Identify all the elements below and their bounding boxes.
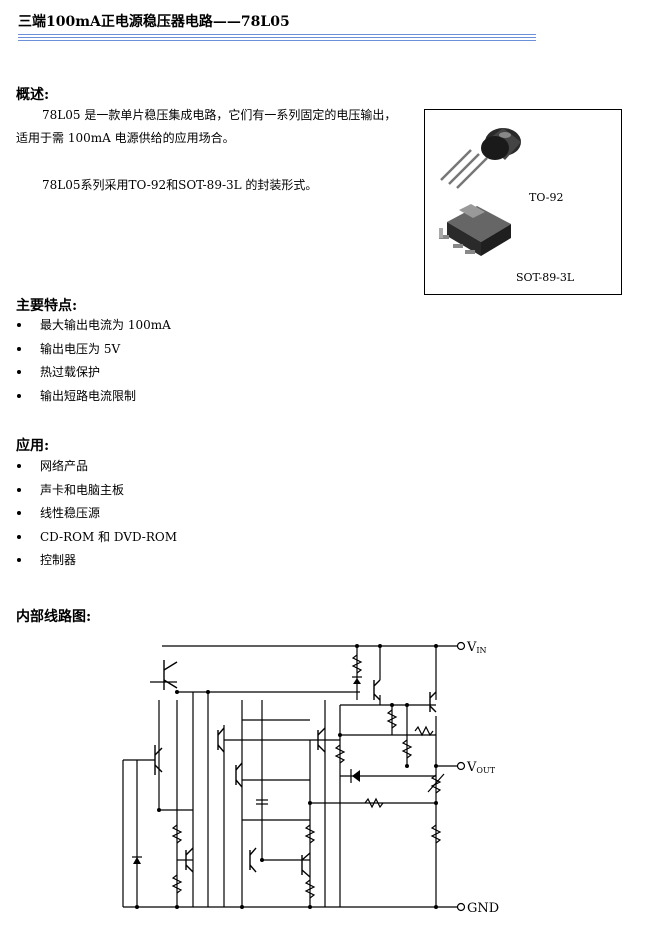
list-item: 最大输出电流为 100mA <box>17 314 171 338</box>
vin-label: VIN <box>466 640 487 655</box>
package-label-to92: TO-92 <box>529 191 564 204</box>
bullet-icon <box>17 487 21 492</box>
vout-terminal-icon <box>456 761 466 771</box>
schematic-capacitor <box>256 799 268 805</box>
vin-terminal-icon <box>456 641 466 651</box>
list-item: 声卡和电脑主板 <box>17 479 177 503</box>
overview-heading: 概述: <box>16 87 50 103</box>
bullet-icon <box>17 558 21 562</box>
sot89-package-icon <box>439 204 511 256</box>
features-heading: 主要特点: <box>16 298 78 314</box>
list-item: CD-ROM 和 DVD-ROM <box>17 526 177 550</box>
page-title: 三端100mA正电源稳压器电路——78L05 <box>18 14 290 30</box>
schematic-transistors <box>154 660 437 878</box>
circuit-heading: 内部线路图: <box>16 609 92 625</box>
package-label-sot89: SOT-89-3L <box>516 271 575 284</box>
bullet-icon <box>17 370 21 374</box>
package-illustrations <box>439 128 521 256</box>
bullet-icon <box>17 511 21 515</box>
to92-package-icon <box>440 128 521 189</box>
schematic-terminals <box>456 641 466 912</box>
schematic-resistors <box>171 654 445 899</box>
overview-line-3: 78L05系列采用TO-92和SOT-89-3L 的封装形式。 <box>42 178 318 192</box>
list-item: 网络产品 <box>17 455 177 479</box>
vout-label: VOUT <box>466 760 496 775</box>
features-list: 最大输出电流为 100mA 输出电压为 5V 热过载保护 输出短路电流限制 <box>17 314 171 408</box>
list-item: 控制器 <box>17 549 177 573</box>
list-item: 输出电压为 5V <box>17 338 171 362</box>
title-underline-2 <box>18 37 536 38</box>
overview-line-1: 78L05 是一款单片稳压集成电路，它们有一系列固定的电压输出， <box>42 108 397 122</box>
bullet-icon <box>17 534 21 539</box>
title-underline <box>18 34 536 35</box>
bullet-icon <box>17 393 21 398</box>
bullet-icon <box>17 346 21 351</box>
gnd-terminal-icon <box>456 902 466 912</box>
list-item: 线性稳压源 <box>17 502 177 526</box>
overview-line-2: 适用于需 100mA 电源供给的应用场合。 <box>16 131 235 145</box>
applications-list: 网络产品 声卡和电脑主板 线性稳压源 CD-ROM 和 DVD-ROM 控制器 <box>17 455 177 573</box>
title-underline-3 <box>18 40 536 41</box>
bullet-icon <box>17 464 21 468</box>
package-figure: TO-92 SOT-89-3L <box>424 109 622 295</box>
gnd-label: GND <box>467 901 499 916</box>
list-item: 热过载保护 <box>17 361 171 385</box>
bullet-icon <box>17 323 21 327</box>
list-item: 输出短路电流限制 <box>17 385 171 409</box>
schematic-junctions <box>135 644 438 909</box>
schematic-diodes <box>132 676 362 864</box>
applications-heading: 应用: <box>16 438 50 454</box>
